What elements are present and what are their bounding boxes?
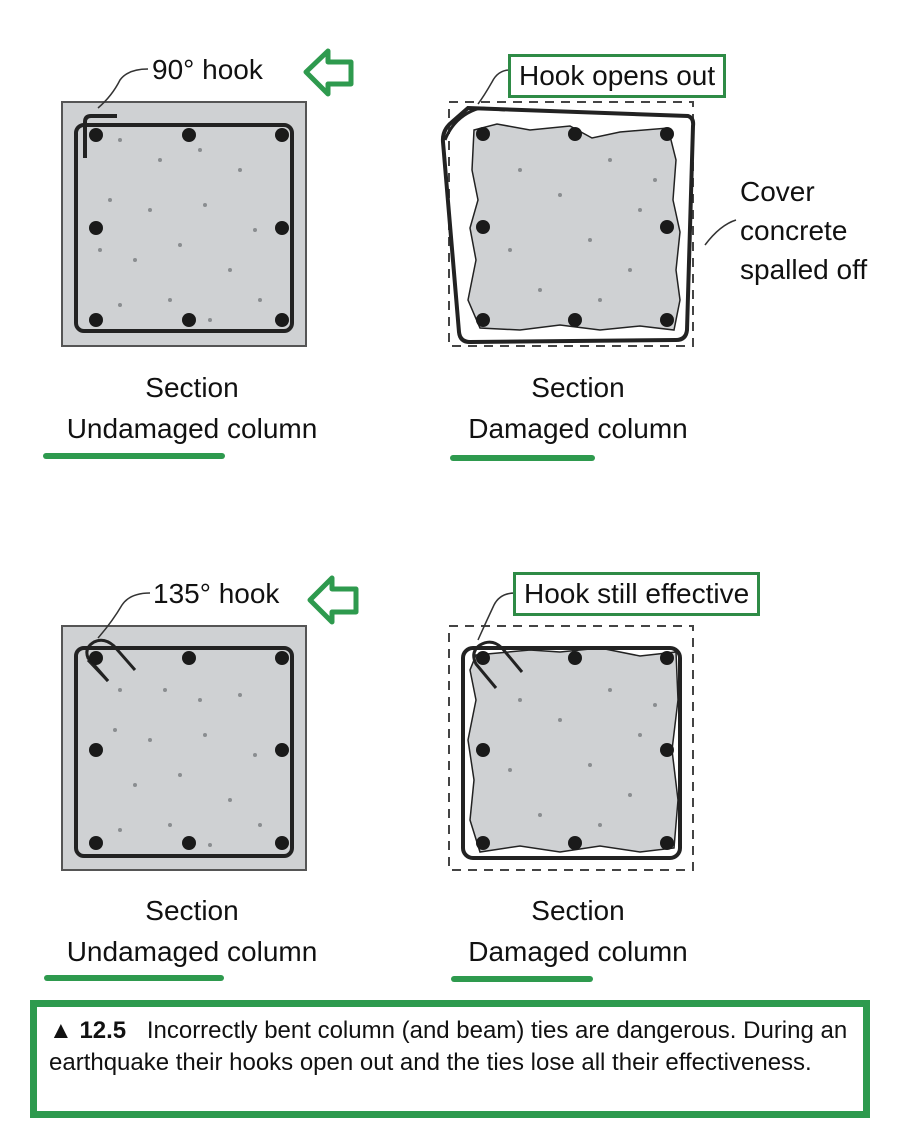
green-underline — [43, 453, 225, 459]
caption-section: Section — [531, 372, 625, 403]
figure-note-text: Incorrectly bent column (and beam) ties … — [49, 1017, 848, 1076]
green-underline — [451, 976, 593, 982]
caption-undamaged-bottom: Section Undamaged column — [44, 891, 340, 972]
hook-label-135: 135° hook — [153, 578, 280, 609]
caption-section: Section — [145, 372, 239, 403]
caption-title: Damaged column — [468, 935, 688, 967]
callout-hook-opens-out: Hook opens out — [508, 54, 727, 98]
green-underline — [450, 455, 595, 461]
figure-number: 12.5 — [79, 1017, 127, 1044]
hook-label-90: 90° hook — [152, 54, 263, 85]
triangle-marker-icon: ▲ — [49, 1017, 73, 1044]
caption-section: Section — [531, 895, 625, 926]
caption-title: Undamaged column — [66, 935, 318, 967]
caption-damaged-bottom: Section Damaged column — [430, 891, 726, 972]
caption-section: Section — [145, 895, 239, 926]
caption-damaged-top: Section Damaged column — [430, 368, 726, 449]
caption-title: Damaged column — [468, 412, 688, 444]
green-underline — [44, 975, 224, 981]
arrow-left-icon — [307, 575, 359, 625]
caption-undamaged-top: Section Undamaged column — [44, 368, 340, 449]
side-label-cover-spalled: Cover concrete spalled off — [740, 176, 868, 286]
arrow-left-icon — [303, 48, 354, 97]
caption-title: Undamaged column — [66, 412, 318, 444]
callout-hook-still-effective: Hook still effective — [513, 572, 761, 616]
figure-note-box: ▲ 12.5 Incorrectly bent column (and beam… — [30, 1000, 870, 1118]
